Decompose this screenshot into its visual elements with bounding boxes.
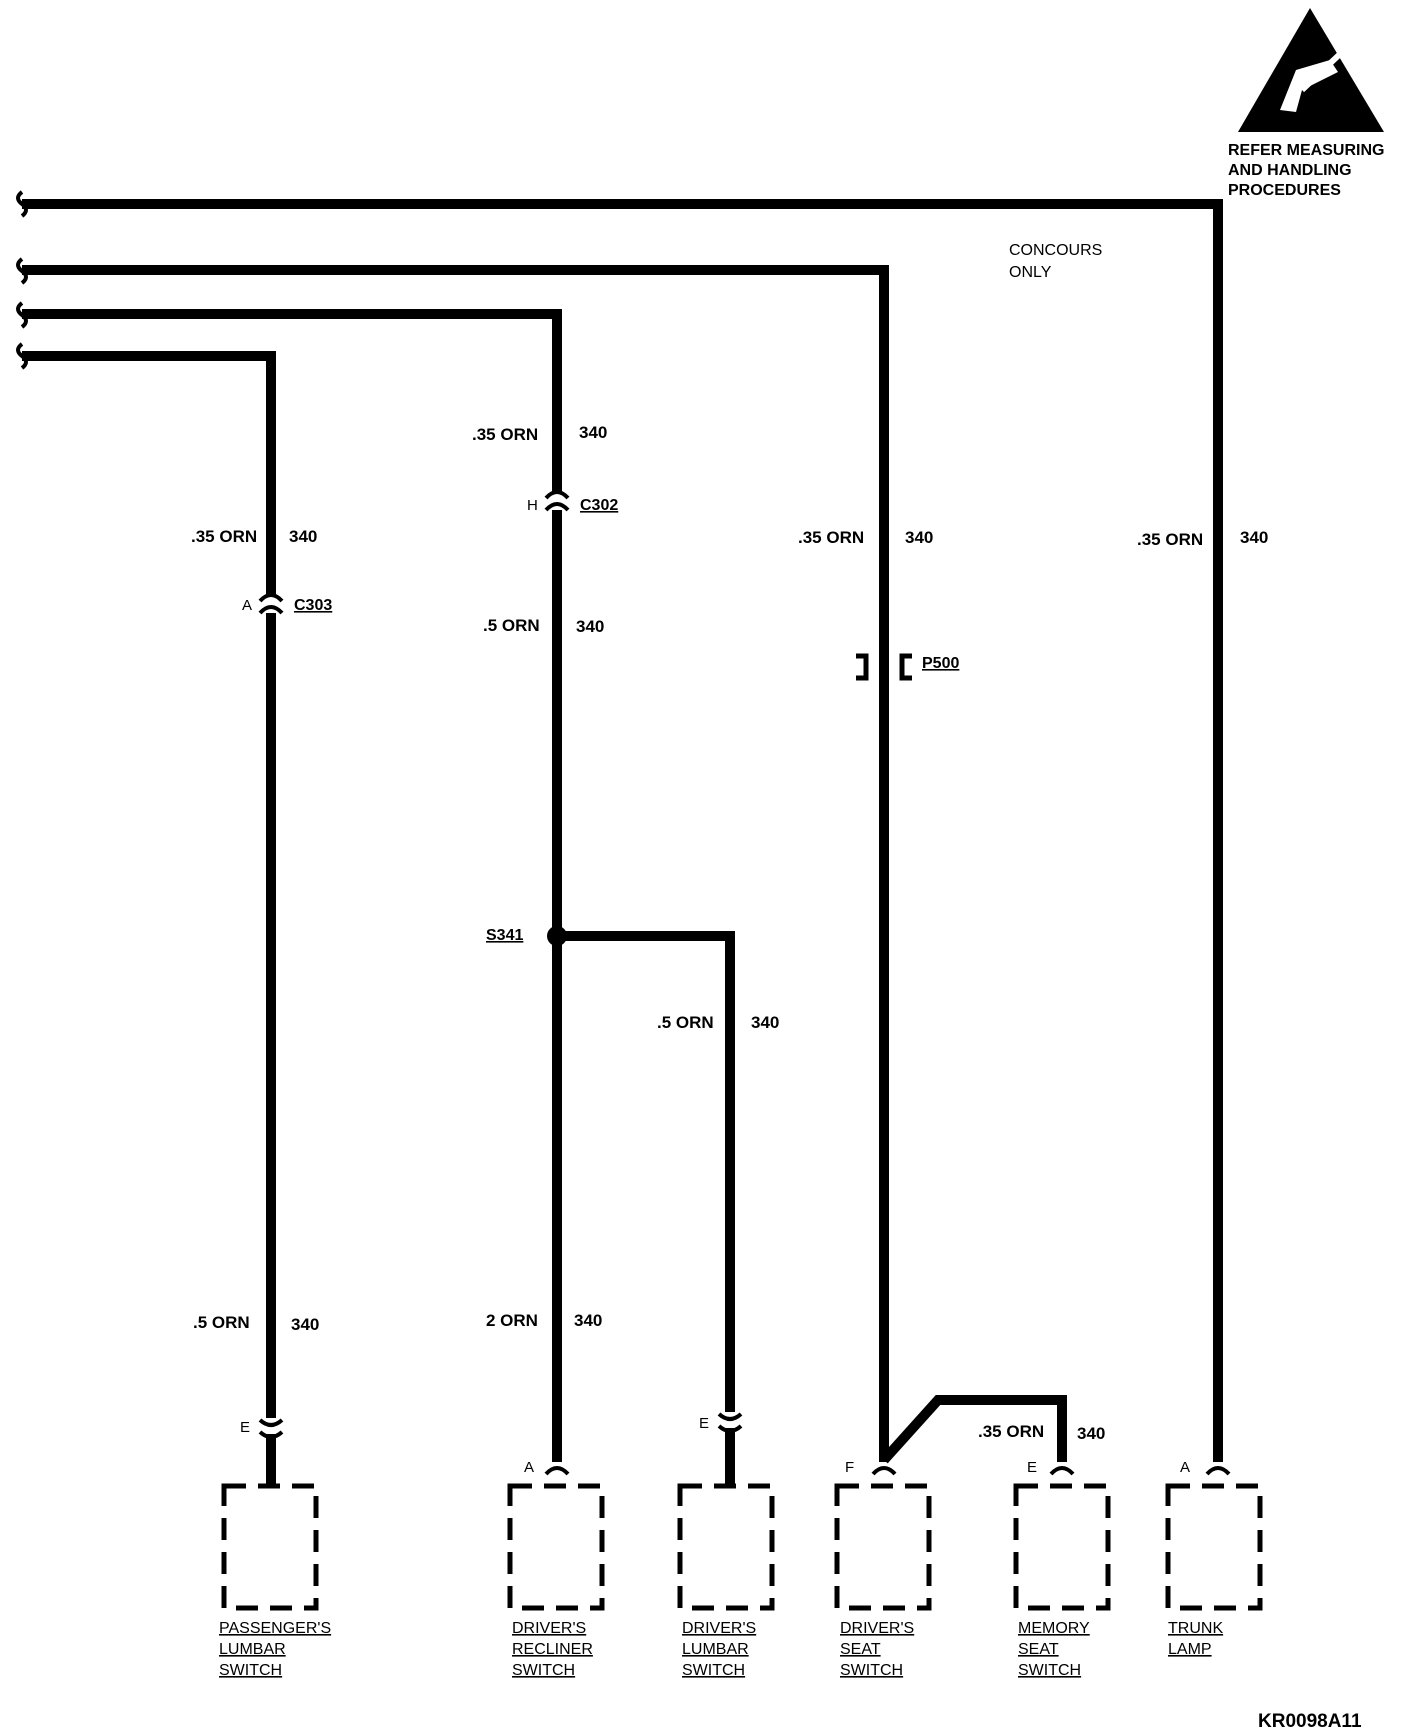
component-name-driver-recliner-2: RECLINER (512, 1641, 593, 1658)
warning-line-2: AND HANDLING (1228, 162, 1352, 179)
label-passenger-bottom-circuit: 340 (291, 1315, 319, 1334)
splice-s341 (547, 926, 567, 946)
label-driver-seat-size: .35 ORN (798, 528, 864, 547)
component-name-trunk-lamp-1: TRUNK (1168, 1620, 1223, 1637)
label-passenger-top-size: .35 ORN (191, 527, 257, 546)
label-trunk-size: .35 ORN (1137, 530, 1203, 549)
inline-connector-driver-lumbar (717, 1412, 743, 1433)
label-recliner-mid-size: .5 ORN (483, 616, 540, 635)
label-recliner-bottom-size: 2 ORN (486, 1311, 538, 1330)
component-name-passenger-lumbar-1: PASSENGER'S (219, 1620, 331, 1637)
pin-driver-recliner: A (524, 1459, 534, 1476)
connector-c302 (544, 490, 570, 512)
terminal-pins (544, 1466, 1231, 1476)
label-recliner-top-size: .35 ORN (472, 425, 538, 444)
component-trunk-lamp (1165, 1483, 1263, 1611)
wire-memory-seat (880, 1395, 1067, 1464)
label-passenger-top-circuit: 340 (289, 527, 317, 546)
label-recliner-bottom-circuit: 340 (574, 1311, 602, 1330)
component-name-driver-seat-3: SWITCH (840, 1662, 903, 1679)
connector-p500 (856, 653, 912, 681)
component-name-driver-lumbar-1: DRIVER'S (682, 1620, 756, 1637)
concours-note-line-1: CONCOURS (1009, 242, 1102, 259)
pin-passenger-lumbar: E (240, 1419, 250, 1436)
wire-trunk-lamp (22, 199, 1223, 1462)
component-driver-lumbar-switch (677, 1483, 775, 1611)
label-recliner-mid-circuit: 340 (576, 617, 604, 636)
component-name-driver-lumbar-2: LUMBAR (682, 1641, 749, 1658)
label-driver-seat-circuit: 340 (905, 528, 933, 547)
component-memory-seat-switch (1013, 1483, 1111, 1611)
connector-c302-label: C302 (580, 497, 618, 514)
pin-driver-seat: F (845, 1459, 854, 1476)
label-lumbar-size: .5 ORN (657, 1013, 714, 1032)
diagram-reference-code: KR0098A11 (1258, 1711, 1362, 1732)
component-name-memory-seat-3: SWITCH (1018, 1662, 1081, 1679)
component-driver-seat-switch (834, 1483, 932, 1611)
pin-memory-seat: E (1027, 1459, 1037, 1476)
warning-line-3: PROCEDURES (1228, 182, 1341, 199)
component-name-trunk-lamp-2: LAMP (1168, 1641, 1212, 1658)
component-name-driver-seat-1: DRIVER'S (840, 1620, 914, 1637)
component-driver-recliner-switch (507, 1483, 605, 1611)
esd-hand-warning-icon (1238, 8, 1384, 132)
connector-c303-label: C303 (294, 597, 332, 614)
component-name-passenger-lumbar-3: SWITCH (219, 1662, 282, 1679)
wire-passenger-lumbar (22, 351, 276, 1484)
pin-driver-lumbar: E (699, 1415, 709, 1432)
component-name-memory-seat-1: MEMORY (1018, 1620, 1090, 1637)
connector-c302-pin: H (527, 497, 538, 514)
connector-p500-label: P500 (922, 655, 959, 672)
concours-note-line-2: ONLY (1009, 264, 1052, 281)
connector-c303 (258, 593, 284, 615)
label-memory-circuit: 340 (1077, 1424, 1105, 1443)
wire-driver-recliner (22, 309, 562, 1462)
splice-s341-label: S341 (486, 927, 523, 944)
inline-connector-passenger-lumbar (258, 1418, 284, 1439)
pin-trunk-lamp: A (1180, 1459, 1190, 1476)
component-name-driver-recliner-1: DRIVER'S (512, 1620, 586, 1637)
component-name-driver-lumbar-3: SWITCH (682, 1662, 745, 1679)
component-passenger-lumbar-switch (221, 1483, 319, 1611)
component-name-memory-seat-2: SEAT (1018, 1641, 1059, 1658)
label-recliner-top-circuit: 340 (579, 423, 607, 442)
component-name-driver-seat-2: SEAT (840, 1641, 881, 1658)
label-passenger-bottom-size: .5 ORN (193, 1313, 250, 1332)
wire-break-marks (16, 190, 28, 370)
component-name-passenger-lumbar-2: LUMBAR (219, 1641, 286, 1658)
connector-c303-pin: A (242, 597, 252, 614)
wire-driver-seat (22, 265, 889, 1462)
label-memory-size: .35 ORN (978, 1422, 1044, 1441)
label-lumbar-circuit: 340 (751, 1013, 779, 1032)
wire-driver-lumbar (557, 931, 735, 1484)
component-name-driver-recliner-3: SWITCH (512, 1662, 575, 1679)
label-trunk-circuit: 340 (1240, 528, 1268, 547)
warning-line-1: REFER MEASURING (1228, 142, 1384, 159)
